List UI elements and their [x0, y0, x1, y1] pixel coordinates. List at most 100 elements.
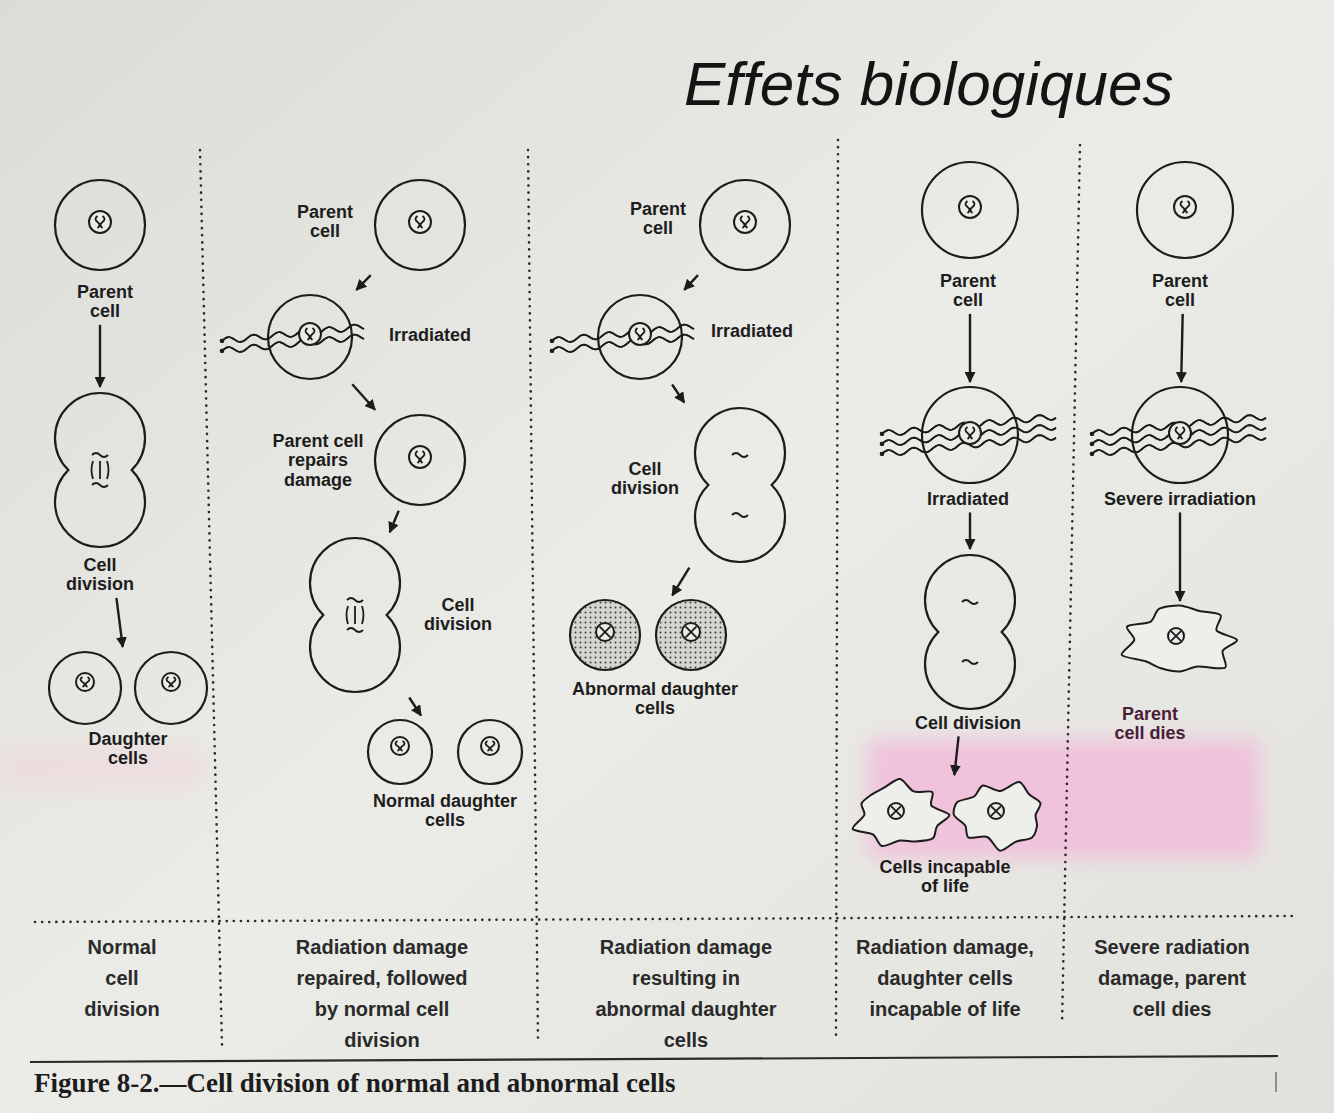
- radiation-ray: [552, 335, 694, 352]
- chromosome-squiggle: [347, 628, 363, 632]
- stage-label: Daughter cells: [78, 730, 178, 769]
- dead-cell-outline: [1122, 605, 1238, 671]
- cell-figure: [568, 598, 728, 672]
- cell-outline: [922, 162, 1018, 258]
- stage-label: Irradiated: [389, 326, 471, 345]
- ray-tip: [1090, 432, 1094, 436]
- radiation-ray: [222, 335, 364, 352]
- stage-label-text: Irradiated: [389, 326, 471, 345]
- cell-stage: Cell division: [53, 390, 147, 595]
- stage-label-text: Parent cell: [290, 203, 360, 242]
- ray-tip: [1090, 432, 1094, 436]
- chromosome-squiggle: [732, 513, 748, 517]
- column-caption: Radiation damage, daughter cells incapab…: [845, 932, 1045, 1025]
- chromosome-strand: [167, 677, 176, 687]
- nucleus-cross: [599, 626, 610, 637]
- stage-arrow: [116, 598, 122, 647]
- daughter-cell: [135, 652, 207, 724]
- stage-label-text: Daughter cells: [78, 730, 178, 769]
- chromosome-strand: [396, 741, 405, 751]
- stage-label: Cell division: [60, 556, 140, 595]
- cell-stage: Cells incapable of life: [854, 778, 1046, 897]
- stage-label-text: Cell division: [915, 714, 1021, 733]
- nucleus-cross: [891, 806, 901, 816]
- chromosome-squiggle: [347, 598, 363, 602]
- stage-label-text: Parent cell dies: [1105, 705, 1195, 744]
- stage-label-text: Irradiated: [927, 490, 1009, 509]
- abnormal-cell: [570, 600, 640, 670]
- nucleus-cross: [991, 806, 1001, 816]
- ray-tip: [880, 452, 884, 456]
- stage-arrow: [954, 736, 958, 775]
- column-separators: [35, 140, 1292, 1045]
- stage-arrow: [672, 568, 689, 596]
- abnormal-stipple: [571, 601, 639, 669]
- stage-label: Parent cell: [623, 200, 693, 239]
- pink-glare: [0, 748, 200, 788]
- chromosome-strand: [81, 677, 90, 687]
- stage-label-text: Cell division: [418, 596, 498, 635]
- chromosome-strand: [416, 451, 425, 463]
- chromosome-nucleus: [734, 211, 756, 233]
- cell-figure: [372, 412, 468, 508]
- stage-arrow: [99, 325, 101, 387]
- chromosome-nucleus: [1169, 422, 1191, 444]
- cell-stage: Parent cell: [1135, 160, 1235, 311]
- stage-arrow: [1179, 512, 1181, 601]
- cell-figure: [53, 390, 147, 550]
- cell-outline: [55, 180, 145, 270]
- ray-tip: [880, 432, 884, 436]
- divider-line: [35, 916, 1292, 922]
- stage-label: Normal daughter cells: [365, 792, 525, 831]
- cell-stage: Severe irradiation: [1104, 385, 1256, 509]
- dividing-cell: [55, 393, 145, 547]
- ray-tip: [550, 349, 554, 353]
- cell-figure: [920, 160, 1020, 260]
- column-caption: Severe radiation damage, parent cell die…: [1085, 932, 1260, 1025]
- stage-label: Severe irradiation: [1104, 490, 1256, 509]
- cell-figure: [48, 650, 208, 726]
- dead-cell-outline: [853, 779, 950, 846]
- cell-figure: [854, 778, 1046, 852]
- ray-tip: [220, 339, 224, 343]
- cell-stage: Parent cell: [290, 177, 468, 273]
- ray-tip: [220, 349, 224, 353]
- chromosome-strand: [347, 606, 364, 624]
- separator-line: [528, 150, 538, 1040]
- chromosome-nucleus: [409, 446, 431, 468]
- cell-stage: Irradiated: [920, 385, 1020, 509]
- dead-cell-outline: [954, 782, 1041, 851]
- rule-line: [30, 1056, 1278, 1062]
- radiation-ray: [552, 325, 694, 342]
- daughter-cell: [368, 720, 432, 784]
- stage-label: Parent cell: [1145, 272, 1215, 311]
- separator-line: [200, 150, 222, 1045]
- cell-stage: Daughter cells: [48, 650, 208, 769]
- cell-outline: [1137, 162, 1233, 258]
- stage-label: Irradiated: [927, 490, 1009, 509]
- cell-stage: Cell division: [308, 535, 498, 695]
- slide-title: Effets biologiques: [684, 48, 1173, 119]
- chromosome-strand: [966, 427, 975, 439]
- ray-tip: [550, 339, 554, 343]
- cell-figure: [1124, 604, 1236, 676]
- ray-tip: [550, 349, 554, 353]
- cell-stage: Irradiated: [595, 292, 793, 382]
- cell-stage: Parent cell: [623, 177, 793, 273]
- column-caption: Normal cell division: [75, 932, 170, 1025]
- chromosome-nucleus: [162, 673, 180, 691]
- nucleus-cross: [1171, 631, 1181, 641]
- ray-tip: [1090, 442, 1094, 446]
- cell-figure: [920, 385, 1020, 485]
- chromosome-strand: [486, 741, 495, 751]
- stage-label-text: Abnormal daughter cells: [563, 680, 748, 719]
- cell-stage: Parent cell: [52, 177, 148, 322]
- column-caption: Radiation damage resulting in abnormal d…: [594, 932, 779, 1056]
- chromosome-squiggle: [92, 453, 108, 457]
- cell-stage: Parent cell dies: [1105, 604, 1236, 744]
- chromosome-nucleus: [629, 323, 651, 345]
- ray-tip: [880, 442, 884, 446]
- cell-stage: Cell division: [915, 552, 1021, 733]
- chromosome-squiggle: [962, 600, 978, 604]
